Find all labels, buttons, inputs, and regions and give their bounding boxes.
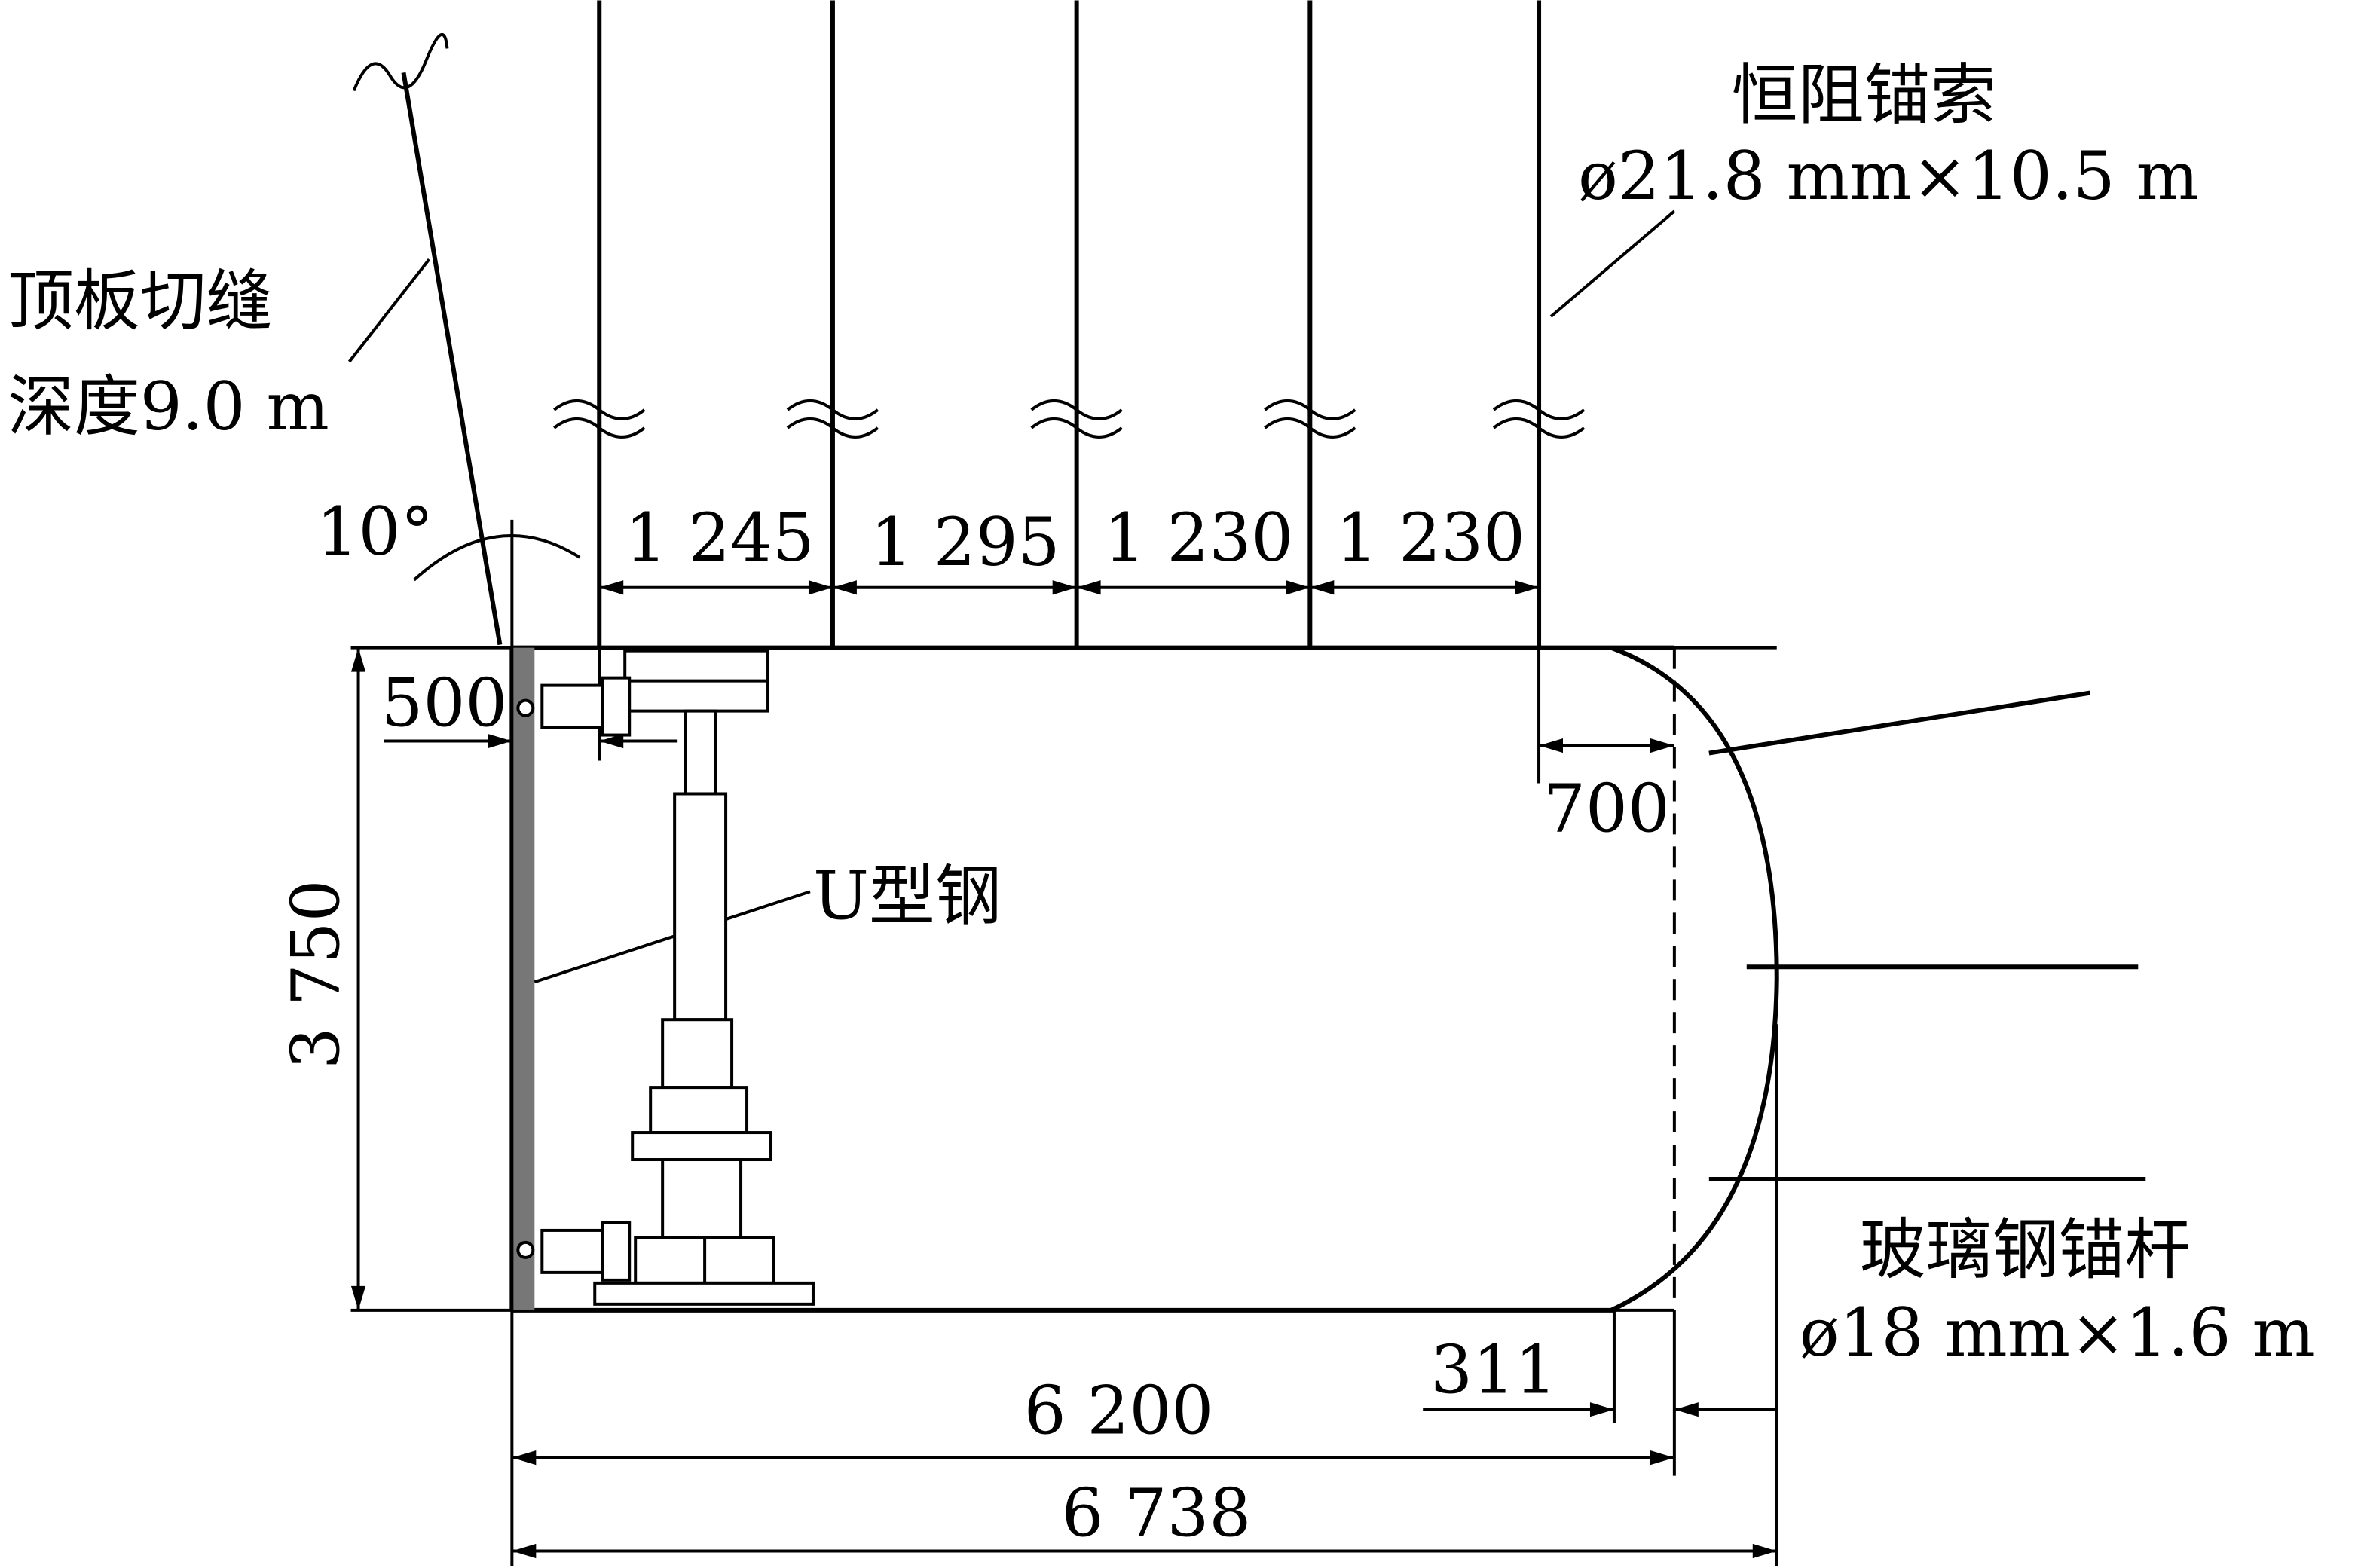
dim-6200: 6 200	[1024, 1372, 1214, 1450]
spacing-2: 1 295	[870, 503, 1060, 581]
angle-label: 10°	[317, 493, 434, 570]
u-steel-bar	[513, 647, 535, 1310]
dim-3750: 3 750	[277, 879, 355, 1069]
dim-6738: 6 738	[1062, 1475, 1252, 1552]
arched-rib	[1610, 645, 1779, 1313]
u-steel-label: U型钢	[813, 857, 1002, 934]
cable-spec: ø21.8 mm×10.5 m	[1578, 137, 2199, 215]
dim-500: 500	[381, 665, 508, 742]
hydraulic-support-equipment	[516, 649, 815, 1306]
spacing-3: 1 230	[1104, 499, 1294, 576]
dim-700: 700	[1543, 769, 1670, 847]
cables	[553, 0, 1586, 648]
dim-311: 311	[1430, 1331, 1557, 1409]
bolt-label: 玻璃钢锚杆	[1860, 1211, 2191, 1288]
bolt-spec: ø18 mm×1.6 m	[1800, 1294, 2315, 1371]
roof-cut-line	[352, 32, 581, 648]
spacing-4: 1 230	[1335, 499, 1525, 576]
roof-cut-depth: 深度9.0 m	[8, 368, 329, 445]
spacing-1: 1 245	[625, 499, 815, 576]
angle-arc	[413, 533, 581, 582]
cable-label: 恒阻锚索	[1732, 56, 1997, 133]
roof-cut-label: 顶板切缝	[8, 262, 273, 340]
bolts	[1708, 690, 2146, 1181]
